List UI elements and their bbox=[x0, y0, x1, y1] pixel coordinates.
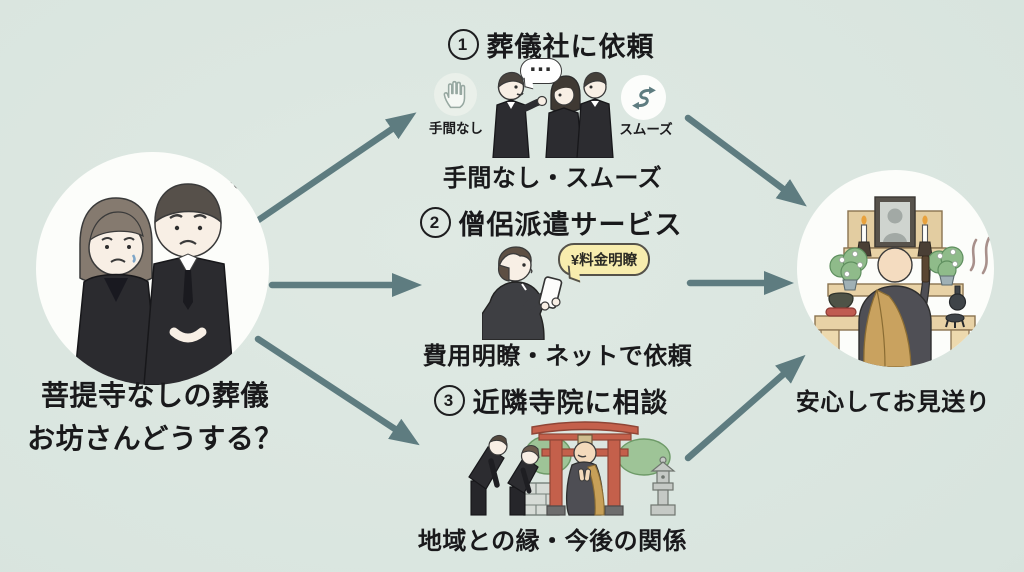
client-man bbox=[576, 71, 614, 158]
talk-bubble: … bbox=[520, 52, 562, 84]
hand-stop-icon bbox=[443, 80, 465, 108]
no-hassle-label: 手間なし bbox=[429, 121, 483, 136]
result-caption: 安心してお見送り bbox=[795, 389, 991, 416]
incense-burner bbox=[945, 313, 965, 328]
price-clarity-bubble: ¥料金明瞭 bbox=[558, 243, 651, 276]
funeral-director bbox=[492, 71, 548, 158]
option-3-number-badge: 3 bbox=[433, 385, 465, 416]
incense-smoke-icon bbox=[969, 236, 991, 275]
flower-offering-right bbox=[927, 246, 964, 286]
vase bbox=[948, 285, 967, 311]
temple-monk bbox=[565, 441, 605, 516]
arrow-left-to-option-3 bbox=[254, 335, 420, 446]
mourning-man bbox=[143, 183, 235, 385]
bowing-woman bbox=[507, 445, 540, 516]
smartphone-user bbox=[482, 246, 563, 340]
option-2-caption: 費用明瞭・ネットで依頼 bbox=[422, 343, 693, 370]
option-3-title: 3 近隣寺院に相談 bbox=[380, 381, 722, 420]
memorial-portrait bbox=[874, 196, 916, 248]
man-booking-on-phone-illustration bbox=[482, 246, 563, 340]
smooth-badge bbox=[621, 75, 666, 120]
option-2-title: 2 僧侶派遣サービス bbox=[380, 203, 722, 242]
arrow-option-1-to-right bbox=[684, 114, 807, 207]
problem-caption: 菩提寺なしの葬儀 お坊さんどうする？ bbox=[12, 374, 298, 460]
bowing-man bbox=[468, 434, 508, 516]
option-1-caption: 手間なし・スムーズ bbox=[442, 165, 663, 192]
flower-offering-left bbox=[829, 247, 868, 291]
no-hassle-badge bbox=[434, 73, 477, 116]
arrow-option-3-to-right bbox=[684, 354, 806, 462]
praying-monk bbox=[858, 247, 932, 367]
smooth-label: スムーズ bbox=[619, 122, 673, 137]
mourning-couple-illustration bbox=[73, 171, 252, 385]
option-3-caption: 地域との縁・今後の関係 bbox=[417, 528, 688, 555]
option-3-title-text: 近隣寺院に相談 bbox=[472, 388, 669, 418]
left-circle bbox=[36, 152, 269, 385]
orin-bell bbox=[825, 292, 857, 317]
problem-caption-line1: 菩提寺なしの葬儀 bbox=[40, 380, 269, 411]
option-1-title: 1 葬儀社に依頼 bbox=[380, 25, 722, 64]
stone-lantern bbox=[650, 456, 676, 516]
problem-caption-line2: お坊さんどうする？ bbox=[27, 423, 283, 454]
right-circle bbox=[797, 170, 994, 367]
client-woman bbox=[545, 75, 583, 158]
monk-at-altar-illustration bbox=[814, 196, 991, 367]
mourning-woman bbox=[73, 197, 159, 385]
option-1-title-text: 葬儀社に依頼 bbox=[486, 32, 655, 62]
option-2-title-text: 僧侶派遣サービス bbox=[458, 210, 683, 240]
temple-consultation-illustration bbox=[468, 421, 676, 516]
option-2-number-badge: 2 bbox=[419, 207, 451, 238]
arrow-left-to-option-1 bbox=[253, 112, 417, 225]
option-1-number-badge: 1 bbox=[447, 29, 479, 60]
swap-arrows-icon bbox=[631, 86, 656, 109]
